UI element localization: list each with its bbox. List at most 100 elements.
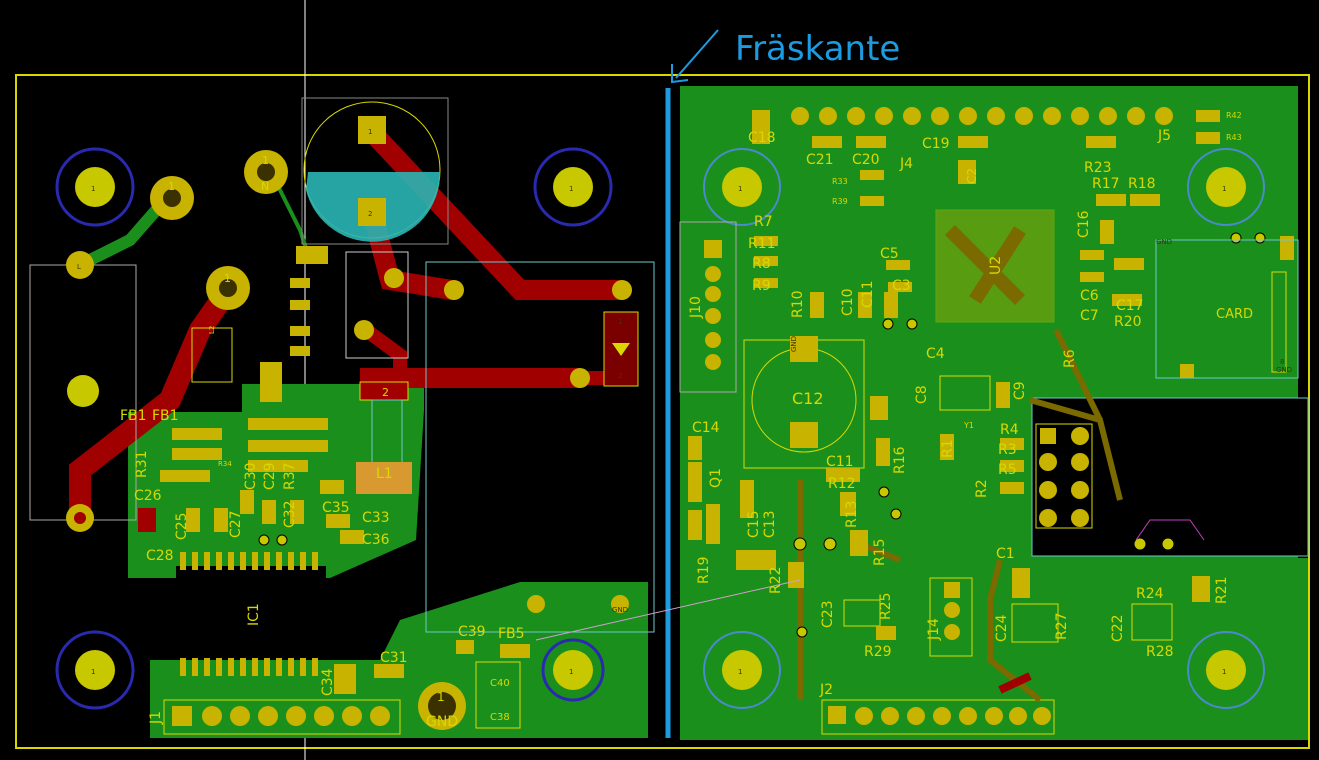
j2-header[interactable]: [821, 699, 1055, 735]
svg-text:R28: R28: [1146, 644, 1174, 660]
bridge-pad-d[interactable]: [612, 280, 632, 300]
svg-text:C7: C7: [1080, 308, 1099, 324]
svg-text:C26: C26: [134, 488, 162, 504]
svg-text:R6: R6: [1062, 349, 1078, 368]
fraskante-arrow-head: [671, 64, 689, 84]
svg-text:C18: C18: [748, 130, 776, 146]
right-smd-cluster: [688, 110, 1294, 643]
svg-text:C38: C38: [490, 712, 510, 723]
svg-text:R31: R31: [134, 450, 150, 478]
svg-text:L1: L1: [376, 466, 393, 482]
transformer-courtyard: [425, 261, 655, 633]
cap-pad-1[interactable]: [358, 116, 386, 144]
cap-pad-2[interactable]: [358, 198, 386, 226]
svg-text:1: 1: [569, 185, 573, 193]
svg-text:R13: R13: [844, 500, 860, 528]
track-rect-link: [361, 324, 407, 378]
svg-text:R9: R9: [752, 278, 771, 294]
bridge-pad-c[interactable]: [444, 280, 464, 300]
terminal-pad-l-top[interactable]: L: [66, 251, 94, 279]
mount-hole-tc: 1: [533, 147, 613, 227]
mains-pad-n[interactable]: 1 N: [244, 150, 288, 194]
svg-text:C9: C9: [1012, 381, 1028, 400]
svg-text:C29: C29: [262, 462, 278, 490]
svg-text:C36: C36: [362, 532, 390, 548]
bridge-rectifier-outline: [345, 251, 409, 359]
svg-text:IC1: IC1: [246, 603, 262, 626]
mains-pad-l[interactable]: 1: [206, 266, 250, 310]
card-slot-courtyard: [1031, 397, 1309, 557]
svg-text:C1: C1: [996, 546, 1015, 562]
left-test-pad-1[interactable]: [527, 595, 545, 613]
silkscreen-labels-right: C18 C21 C20 C19 J4 C2 J5 R23 R17 R18 C16…: [688, 111, 1253, 698]
svg-text:J4: J4: [899, 156, 913, 172]
svg-text:R24: R24: [1136, 586, 1164, 602]
svg-text:C12: C12: [792, 389, 824, 408]
svg-text:GND: GND: [612, 606, 628, 614]
svg-text:C14: C14: [692, 420, 720, 436]
left-test-pad-gnd[interactable]: [611, 595, 629, 613]
j1-header[interactable]: [163, 699, 401, 735]
svg-text:R18: R18: [1128, 176, 1156, 192]
mount-hole-bc: 1: [541, 638, 605, 702]
svg-text:R16: R16: [892, 446, 908, 474]
svg-text:C4: C4: [926, 346, 945, 362]
svg-text:R42: R42: [1226, 111, 1242, 120]
j14-header[interactable]: [929, 577, 973, 657]
svg-text:1: 1: [1222, 668, 1226, 676]
svg-text:R21: R21: [1214, 576, 1230, 604]
svg-text:C19: C19: [922, 136, 950, 152]
track-mains-input: [69, 279, 239, 531]
svg-text:R10: R10: [790, 290, 806, 318]
svg-text:R20: R20: [1114, 314, 1142, 330]
bridge-pad-e[interactable]: [570, 368, 590, 388]
left-lower-smd: [334, 640, 530, 729]
svg-text:C31: C31: [380, 650, 408, 666]
svg-text:1: 1: [738, 668, 742, 676]
svg-text:GND: GND: [426, 714, 458, 730]
svg-text:R33: R33: [832, 177, 848, 186]
svg-text:C23: C23: [820, 600, 836, 628]
svg-text:C8: C8: [914, 385, 930, 404]
bridge-pad-b[interactable]: [354, 320, 374, 340]
svg-text:R5: R5: [998, 462, 1017, 478]
svg-text:1: 1: [437, 690, 445, 704]
terminal-pad-l-bottom[interactable]: [66, 504, 94, 532]
bridge-pad-a[interactable]: [384, 268, 404, 288]
svg-text:L: L: [77, 263, 81, 271]
u2-mcu[interactable]: U2: [935, 209, 1055, 323]
l1-pad-1[interactable]: [356, 462, 412, 494]
svg-text:C6: C6: [1080, 288, 1099, 304]
left-smd-cluster: [138, 246, 364, 544]
svg-text:J2: J2: [819, 682, 833, 698]
diode-pad-2-label: 2: [618, 372, 622, 380]
svg-text:R15: R15: [872, 538, 888, 566]
svg-text:C13: C13: [762, 510, 778, 538]
c12-capacitor[interactable]: [743, 336, 865, 469]
svg-text:R12: R12: [828, 476, 856, 492]
gnd-terminal[interactable]: 1 GND: [418, 682, 466, 730]
svg-text:C25: C25: [174, 512, 190, 540]
mount-hole-r1: 1: [703, 148, 781, 226]
cap-courtyard: [301, 97, 449, 245]
svg-text:1: 1: [168, 180, 175, 193]
svg-text:GND: GND: [790, 336, 798, 352]
svg-text:1: 1: [569, 668, 573, 676]
silkscreen-labels-left: FB1 FB1 R31 C26 C28 C25 C27 C29 C30 R37 …: [120, 326, 525, 725]
mains-pad-1[interactable]: 1: [150, 176, 194, 220]
svg-text:R29: R29: [864, 644, 892, 660]
svg-text:1: 1: [738, 185, 742, 193]
gnd-pad-labels: GND GND GND GND 8: [612, 238, 1292, 614]
svg-text:FB1: FB1: [152, 408, 179, 424]
left-copper-pour-lower: [150, 582, 648, 738]
svg-text:C27: C27: [228, 510, 244, 538]
svg-text:1: 1: [91, 185, 95, 193]
j10-header[interactable]: [679, 221, 737, 393]
svg-text:FB5: FB5: [498, 626, 525, 642]
svg-text:N: N: [261, 180, 269, 193]
fraskante-label: Fräskante: [735, 29, 900, 69]
svg-text:C30: C30: [243, 462, 259, 490]
jumper-block-2x4[interactable]: [1035, 423, 1093, 529]
top-header-row[interactable]: [791, 107, 1173, 125]
